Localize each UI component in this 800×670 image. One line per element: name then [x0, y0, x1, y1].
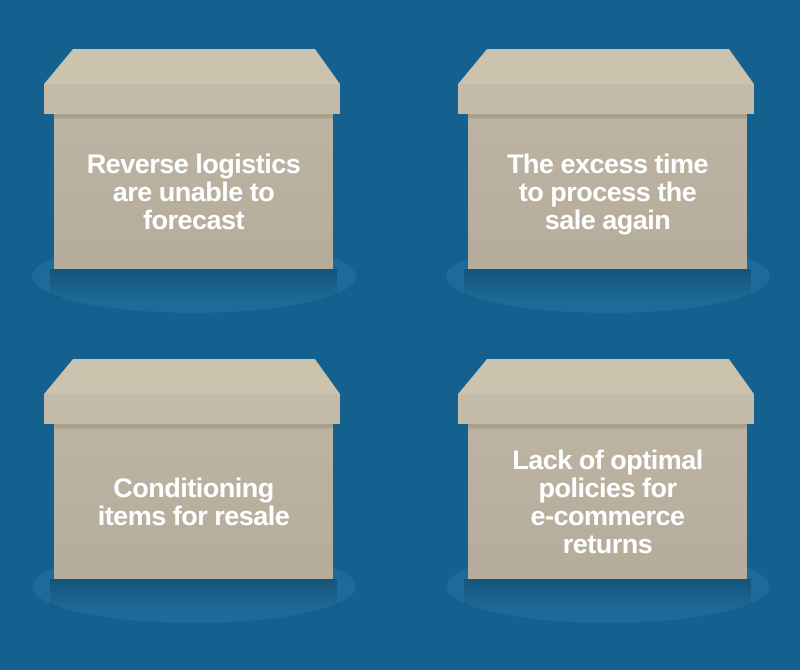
box-group-3: Conditioning items for resale — [30, 359, 358, 623]
box-lid-top-2 — [458, 49, 754, 84]
box-lid-front-1 — [44, 84, 340, 114]
box-group-4: Lack of optimal policies for e-commerce … — [444, 359, 772, 623]
box-lid-top-1 — [44, 49, 340, 84]
box-ground-shadow-4 — [464, 579, 751, 611]
box-lid-front-2 — [458, 84, 754, 114]
box-group-2: The excess time to process the sale agai… — [444, 49, 772, 313]
box-label-2: The excess time to process the sale agai… — [506, 148, 709, 235]
box-group-1: Reverse logistics are unable to forecast — [30, 49, 358, 313]
box-body-3: Conditioning items for resale — [54, 424, 333, 579]
box-body-4: Lack of optimal policies for e-commerce … — [468, 424, 747, 579]
box-lid-top-3 — [44, 359, 340, 394]
box-ground-shadow-1 — [50, 269, 337, 301]
box-lid-front-4 — [458, 394, 754, 424]
box-body-1: Reverse logistics are unable to forecast — [54, 114, 333, 269]
box-body-2: The excess time to process the sale agai… — [468, 114, 747, 269]
box-lid-front-3 — [44, 394, 340, 424]
box-ground-shadow-2 — [464, 269, 751, 301]
box-ground-shadow-3 — [50, 579, 337, 611]
box-lid-top-4 — [458, 359, 754, 394]
box-label-1: Reverse logistics are unable to forecast — [86, 148, 301, 235]
box-label-4: Lack of optimal policies for e-commerce … — [512, 444, 703, 559]
box-label-3: Conditioning items for resale — [97, 472, 290, 531]
